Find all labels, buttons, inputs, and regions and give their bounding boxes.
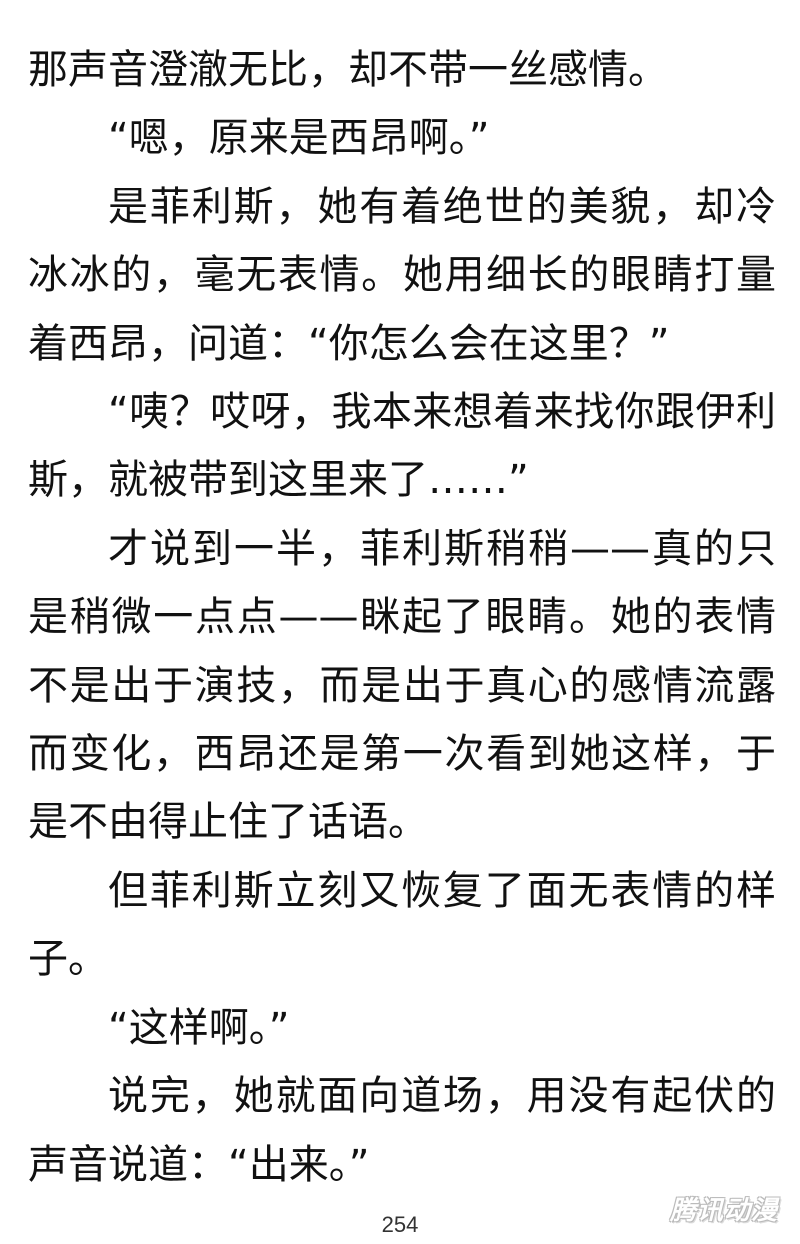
paragraph-5: 才说到一半，菲利斯稍稍——真的只是稍微一点点——眯起了眼睛。她的表情不是出于演技… [28, 525, 776, 846]
body-text: 那声音澄澈无比，却不带一丝感情。 “嗯，原来是西昂啊。” 是菲利斯，她有着绝世的… [28, 36, 776, 1199]
watermark-logo: 腾讯动漫 [669, 1196, 778, 1226]
paragraph-8: 说完，她就面向道场，用没有起伏的声音说道：“出来。” [28, 1073, 776, 1188]
paragraph-1: 那声音澄澈无比，却不带一丝感情。 [28, 47, 668, 93]
paragraph-4: “咦？哎呀，我本来想着来找你跟伊利斯，就被带到这里来了……” [28, 389, 776, 504]
paragraph-2: “嗯，原来是西昂啊。” [108, 115, 490, 162]
page-number: 254 [381, 1212, 419, 1237]
paragraph-7: “这样啊。” [108, 1004, 290, 1051]
paragraph-3: 是菲利斯，她有着绝世的美貌，却冷冰冰的，毫无表情。她用细长的眼睛打量着西昂，问道… [28, 183, 776, 367]
paragraph-6: 但菲利斯立刻又恢复了面无表情的样子。 [28, 867, 776, 983]
